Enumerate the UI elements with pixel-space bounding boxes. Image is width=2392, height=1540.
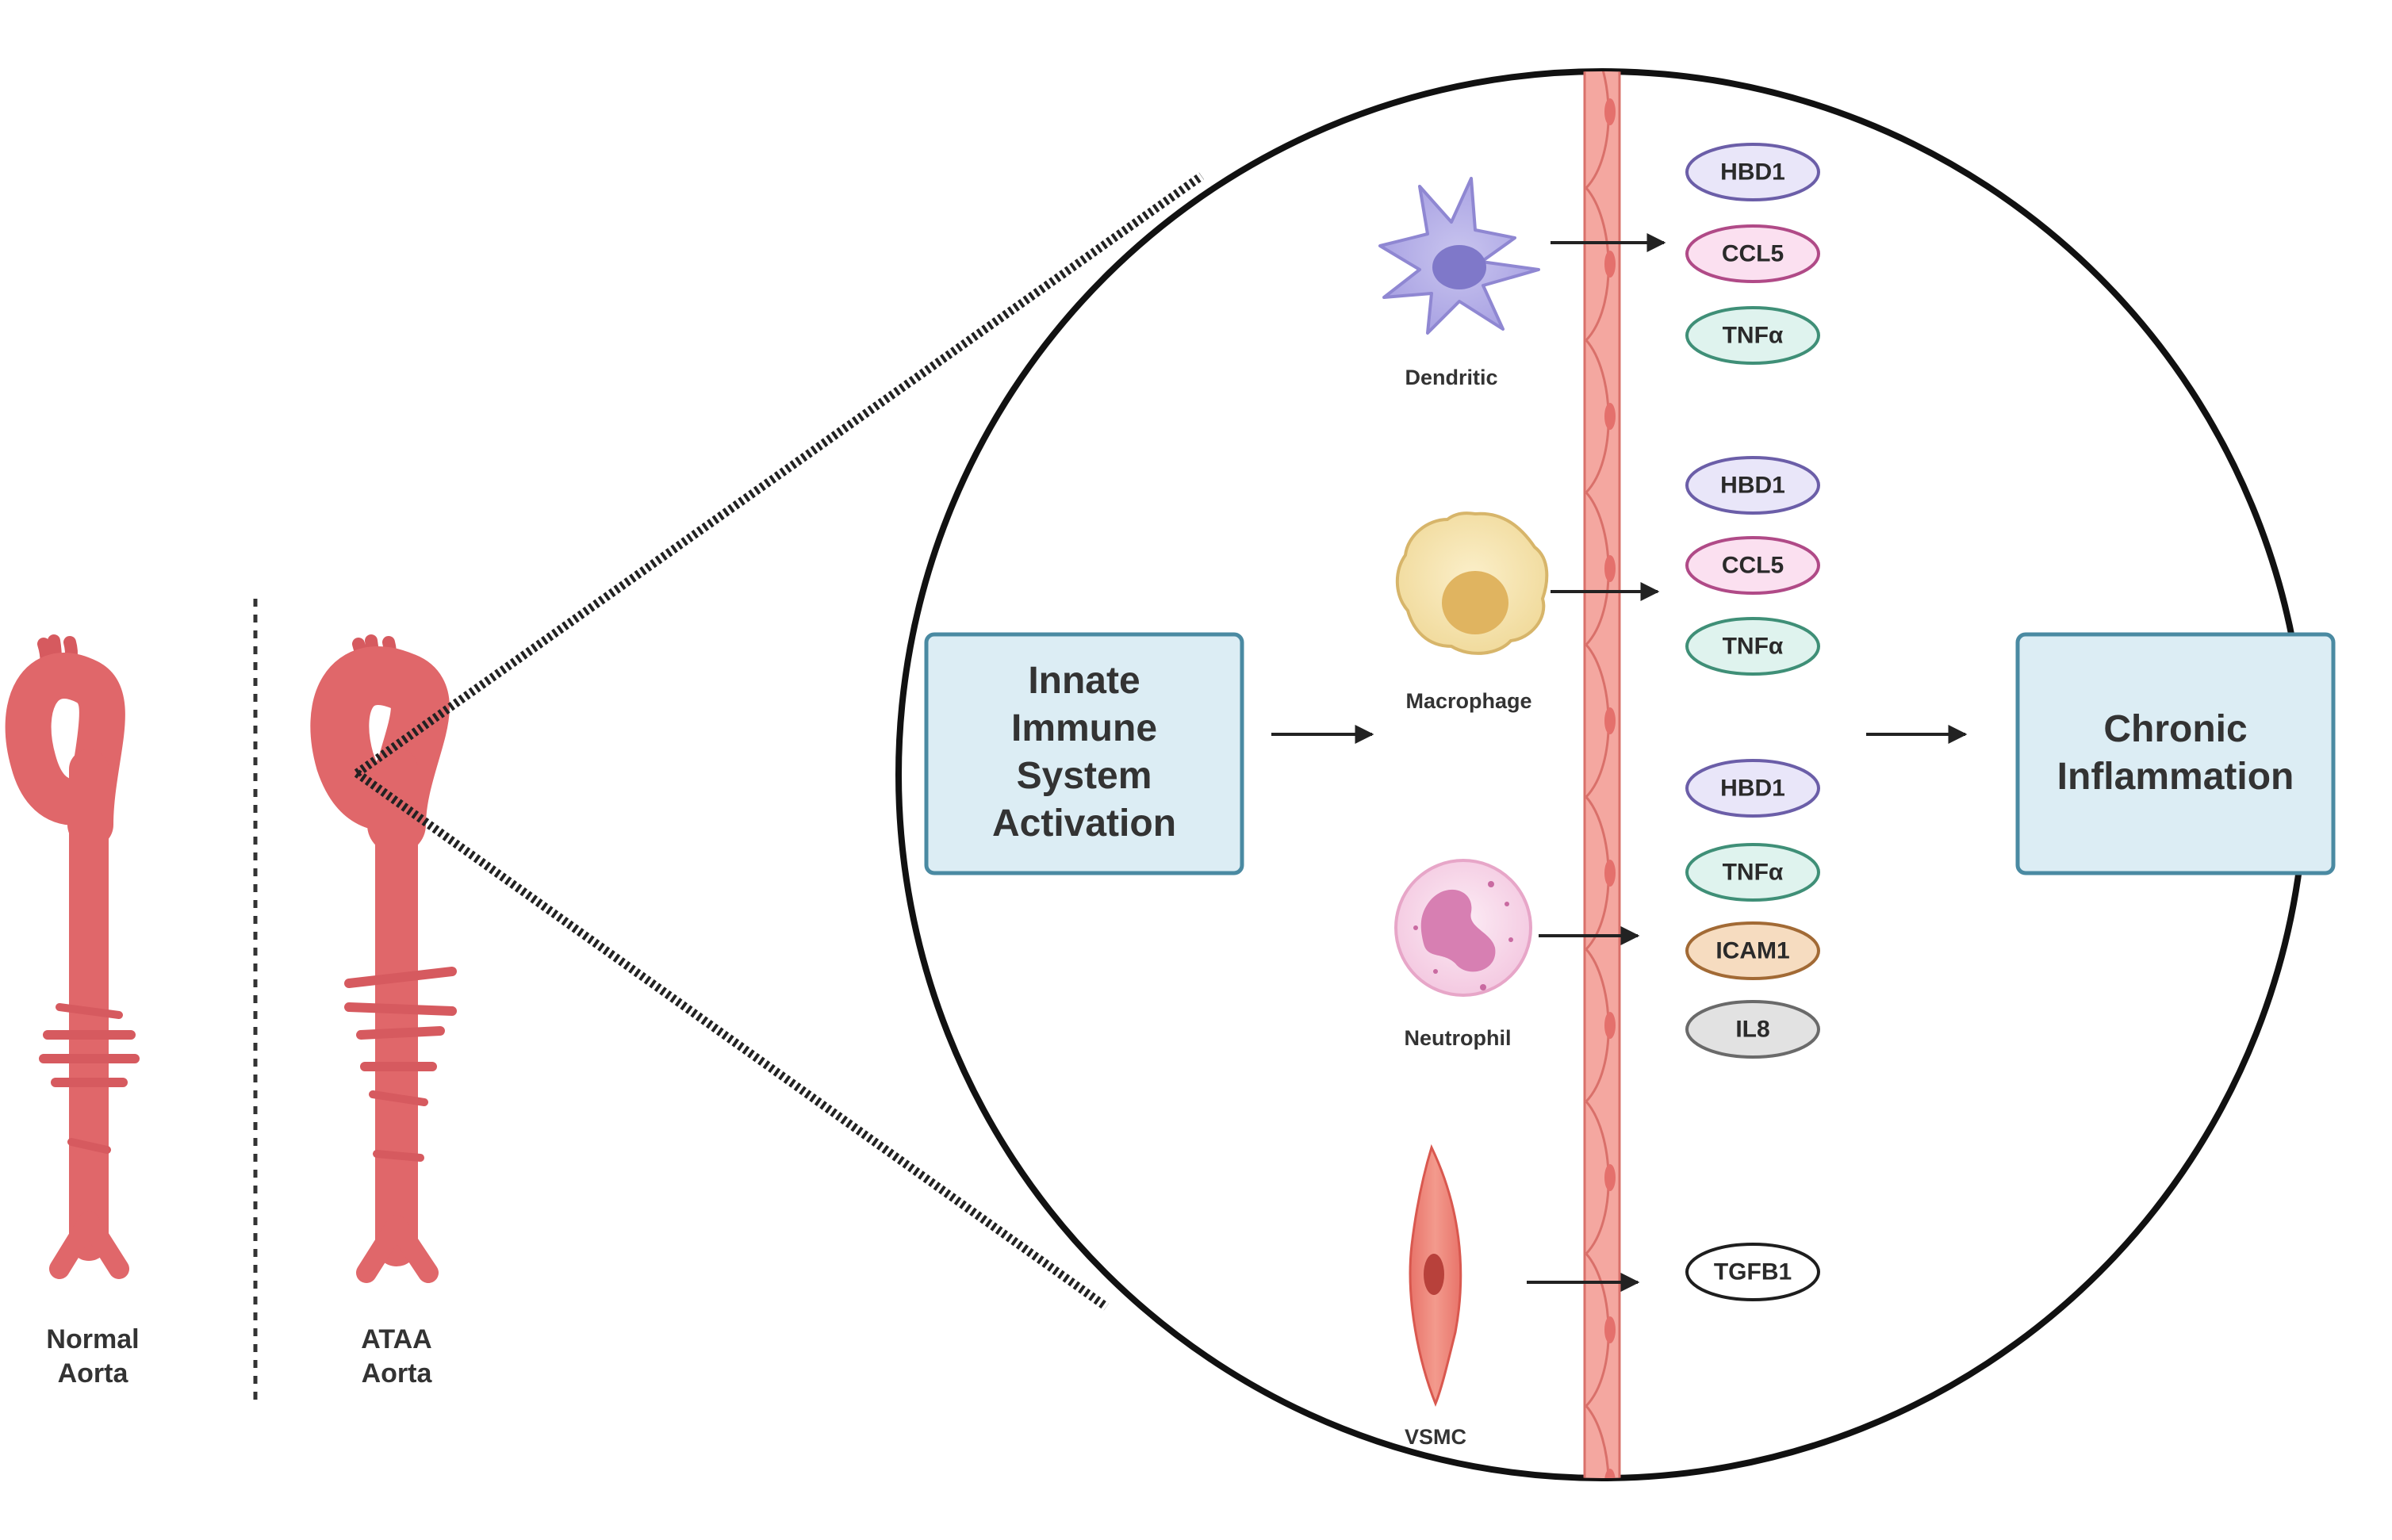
marker-pill-shape — [1685, 306, 1820, 365]
marker-pills: HBD1CCL5TNFαHBD1CCL5TNFαHBD1TNFαICAM1IL8… — [1685, 143, 1820, 1301]
innate-box-line2: Immune — [1011, 707, 1157, 749]
marker-pill-shape — [1685, 843, 1820, 902]
marker-pill-label: CCL5 — [1722, 553, 1784, 579]
marker-pill-label: HBD1 — [1720, 473, 1785, 499]
marker-pill-label: CCL5 — [1722, 241, 1784, 267]
innate-immune-box: Innate Immune System Activation — [924, 632, 1244, 875]
endothelial-cells — [1585, 71, 1616, 1478]
marker-pill-label: TNFα — [1723, 860, 1784, 886]
marker-pill-shape — [1685, 921, 1820, 980]
marker-pill-label: HBD1 — [1720, 776, 1785, 802]
endothelial-cell-nucleus — [1604, 707, 1616, 734]
macrophage-label: Macrophage — [1405, 689, 1531, 713]
normal-aorta-label-line1: Normal — [46, 1324, 139, 1354]
endothelial-cell-nucleus — [1604, 1469, 1616, 1478]
marker-pill-dendritic-0: HBD1 — [1685, 143, 1820, 201]
normal-aorta-label-line2: Aorta — [58, 1358, 129, 1389]
endothelial-cell-nucleus — [1604, 403, 1616, 430]
ataa-aorta-label-line1: ATAA — [361, 1324, 431, 1354]
marker-pill-shape — [1685, 759, 1820, 818]
chronic-inflammation-box: Chronic Inflammation — [2015, 632, 2336, 875]
marker-pill-shape — [1685, 1243, 1820, 1301]
endothelial-cell-nucleus — [1604, 1012, 1616, 1039]
marker-pill-shape — [1685, 1000, 1820, 1059]
marker-pill-dendritic-1: CCL5 — [1685, 224, 1820, 283]
innate-box-line4: Activation — [992, 803, 1176, 845]
marker-pill-label: HBD1 — [1720, 159, 1785, 186]
zoom-line-upper — [354, 172, 1205, 777]
marker-pill-shape — [1685, 617, 1820, 676]
endothelial-cell-nucleus — [1604, 555, 1616, 582]
chronic-box-line2: Inflammation — [2057, 756, 2294, 798]
endothelial-cell-nucleus — [1604, 98, 1616, 125]
vsmc-cell-icon — [1409, 1144, 1462, 1408]
ataa-aorta-illustration — [310, 634, 457, 1283]
marker-pill-neutrophil-2: ICAM1 — [1685, 921, 1820, 980]
marker-pill-neutrophil-1: TNFα — [1685, 843, 1820, 902]
marker-pill-shape — [1685, 456, 1820, 515]
marker-pill-dendritic-2: TNFα — [1685, 306, 1820, 365]
marker-pill-macrophage-2: TNFα — [1685, 617, 1820, 676]
marker-pill-macrophage-1: CCL5 — [1685, 536, 1820, 595]
zoom-line-lower — [354, 769, 1110, 1311]
macrophage-cell-icon — [1395, 511, 1549, 655]
marker-pill-vsmc-0: TGFB1 — [1685, 1243, 1820, 1301]
marker-pill-label: ICAM1 — [1715, 938, 1789, 964]
dendritic-label: Dendritic — [1405, 366, 1497, 389]
marker-pill-neutrophil-3: IL8 — [1685, 1000, 1820, 1059]
marker-pill-shape — [1685, 536, 1820, 595]
neutrophil-cell-icon — [1394, 859, 1532, 997]
endothelial-cell-nucleus — [1604, 251, 1616, 278]
vsmc-label: VSMC — [1405, 1425, 1466, 1449]
endothelial-layer — [1583, 71, 1621, 1478]
innate-box-line1: Innate — [1028, 660, 1140, 702]
ataa-aorta-label-line2: Aorta — [362, 1358, 433, 1389]
marker-pill-macrophage-0: HBD1 — [1685, 456, 1820, 515]
endothelial-cell-nucleus — [1604, 860, 1616, 887]
endothelial-cell-nucleus — [1604, 1316, 1616, 1343]
marker-pill-label: TNFα — [1723, 634, 1784, 660]
normal-aorta-illustration — [5, 634, 140, 1279]
chronic-box-line1: Chronic — [2103, 708, 2247, 750]
innate-box-line3: System — [1017, 755, 1152, 797]
endothelial-cell-border — [1585, 1405, 1610, 1478]
marker-pill-neutrophil-0: HBD1 — [1685, 759, 1820, 818]
neutrophil-label: Neutrophil — [1405, 1026, 1512, 1050]
endothelial-cell-nucleus — [1604, 1164, 1616, 1191]
marker-pill-shape — [1685, 143, 1820, 201]
dendritic-cell-icon — [1378, 177, 1540, 335]
marker-pill-label: TNFα — [1723, 323, 1784, 349]
marker-pill-label: TGFB1 — [1714, 1259, 1792, 1285]
marker-pill-label: IL8 — [1735, 1017, 1769, 1043]
marker-pill-shape — [1685, 224, 1820, 283]
